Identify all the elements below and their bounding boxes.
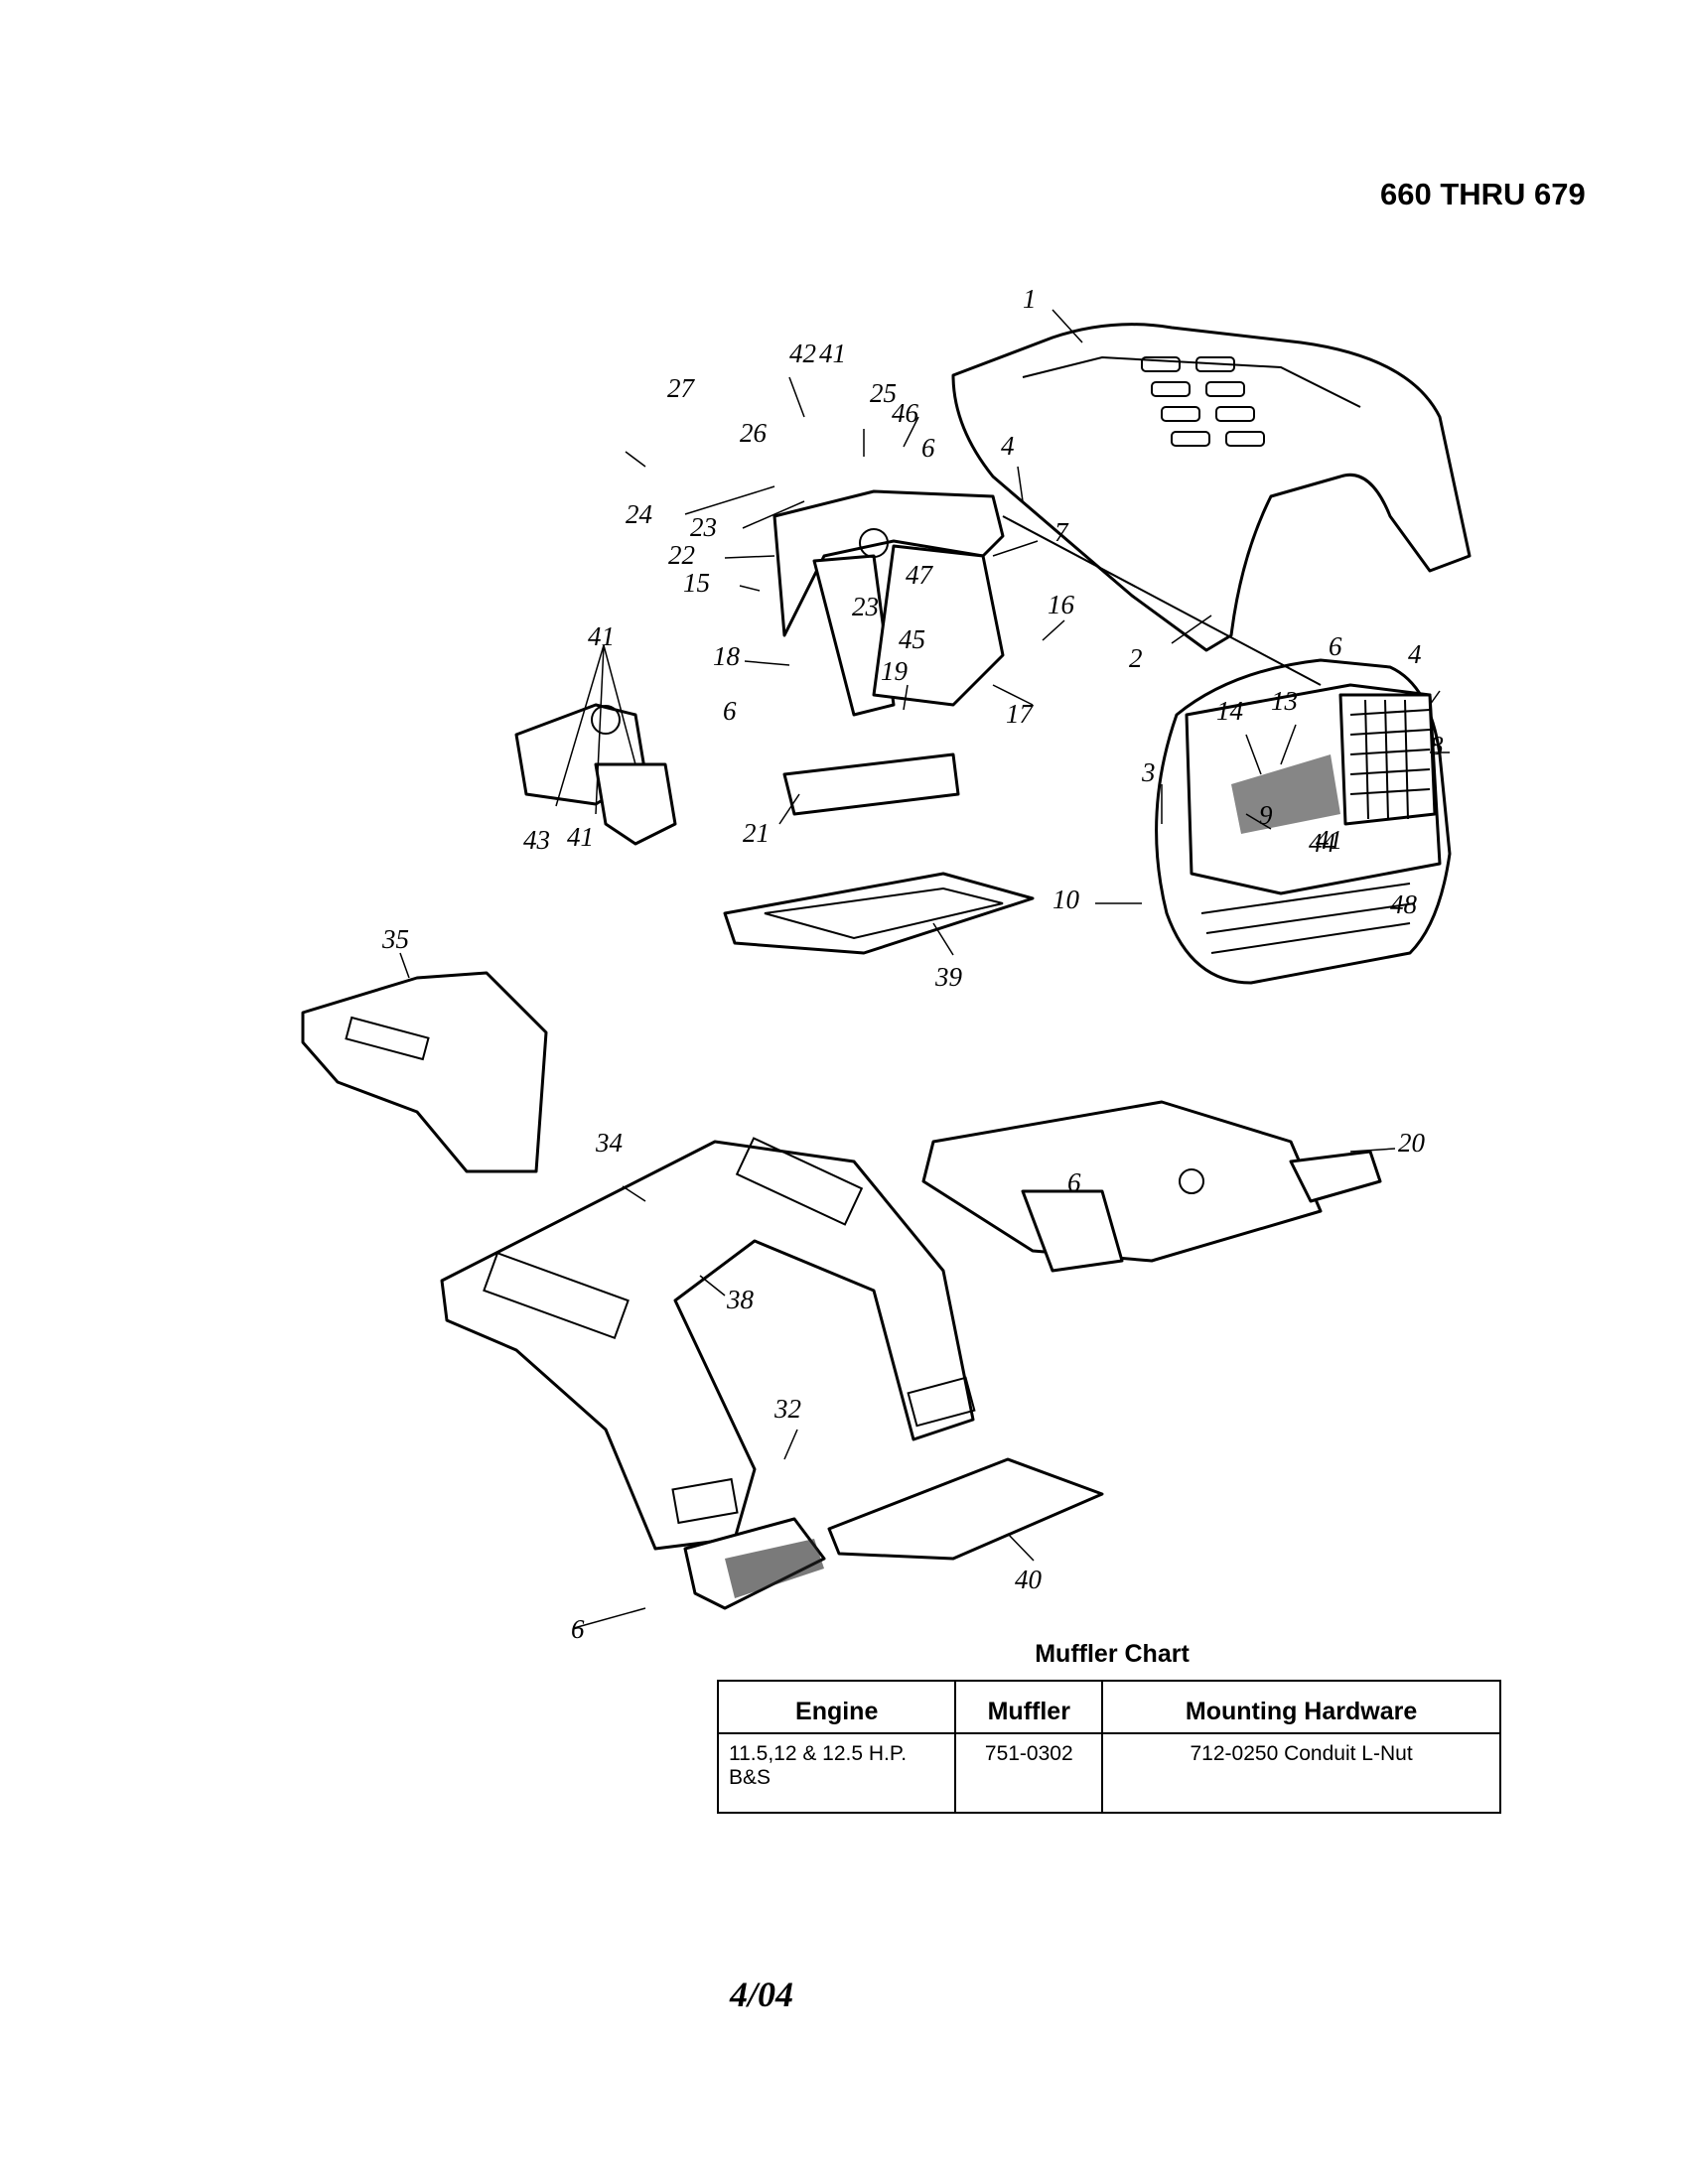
- part-label: 23: [852, 592, 879, 621]
- part-label: 35: [381, 924, 409, 954]
- part-label: 2: [1129, 643, 1143, 673]
- part-label: 26: [740, 418, 768, 448]
- table-header-row: Engine Muffler Mounting Hardware: [716, 1680, 1501, 1734]
- foot-plate-part: [683, 1457, 1104, 1610]
- part-label: 6: [921, 433, 935, 463]
- frame-part: [921, 1100, 1382, 1273]
- part-label: 48: [1390, 889, 1418, 919]
- part-label: 6: [571, 1614, 585, 1644]
- part-number-labels: 1 2 3 4 4 6 6 6 6 6 7 8 9 10 13 14 15 16…: [381, 284, 1444, 1644]
- column-header-engine: Engine: [716, 1680, 957, 1734]
- model-range-header: 660 THRU 679: [1380, 177, 1586, 211]
- fender-part: [440, 1137, 976, 1551]
- part-label: 24: [626, 499, 652, 529]
- floor-plate-part: [723, 872, 1035, 955]
- part-label: 41: [567, 822, 594, 852]
- part-label: 32: [773, 1394, 801, 1424]
- part-label: 15: [683, 568, 710, 598]
- part-label: 7: [1054, 517, 1069, 547]
- part-label: 4: [1001, 431, 1015, 461]
- part-label: 10: [1052, 885, 1080, 914]
- part-label: 41: [588, 621, 615, 651]
- part-label: 38: [726, 1285, 755, 1314]
- muffler-chart-table: Engine Muffler Mounting Hardware 11.5,12…: [716, 1680, 1501, 1814]
- part-label: 17: [1006, 699, 1035, 729]
- part-label: 45: [899, 624, 925, 654]
- part-label: 25: [870, 378, 897, 408]
- part-label: 6: [1329, 631, 1342, 661]
- part-label: 18: [713, 641, 741, 671]
- part-label: 41: [1316, 825, 1342, 855]
- part-label: 19: [881, 656, 909, 686]
- part-label: 8: [1430, 731, 1444, 760]
- part-label: 1: [1023, 284, 1037, 314]
- part-label: 16: [1048, 590, 1075, 619]
- part-label: 44: [1309, 828, 1335, 858]
- front-grille-part: [1155, 658, 1452, 985]
- part-label: 22: [668, 540, 695, 570]
- mounting-hardware-cell: 712-0250 Conduit L-Nut: [1101, 1732, 1501, 1814]
- part-label: 41: [819, 339, 846, 368]
- part-label: 43: [523, 825, 550, 855]
- part-label: 13: [1271, 686, 1298, 716]
- leader-lines: [399, 309, 1450, 1629]
- part-label: 21: [743, 818, 770, 848]
- part-label: 4: [1408, 639, 1422, 669]
- part-label: 27: [667, 373, 696, 403]
- column-header-mounting-hardware: Mounting Hardware: [1101, 1680, 1501, 1734]
- table-row: 11.5,12 & 12.5 H.P. B&S 751-0302 712-025…: [716, 1732, 1501, 1814]
- dash-panel-part: [772, 489, 1322, 816]
- part-label: 34: [595, 1128, 623, 1158]
- hood-part: [951, 323, 1472, 652]
- part-label: 39: [934, 962, 963, 992]
- part-label: 3: [1141, 757, 1156, 787]
- part-label: 6: [1067, 1167, 1081, 1197]
- part-label: 46: [892, 398, 919, 428]
- part-label: 14: [1216, 696, 1243, 726]
- part-label: 42: [789, 339, 816, 368]
- muffler-chart-title: Muffler Chart: [1035, 1640, 1190, 1668]
- part-label: 47: [906, 560, 934, 590]
- part-label: 20: [1398, 1128, 1426, 1158]
- revision-date: 4/04: [730, 1975, 794, 2014]
- column-header-muffler: Muffler: [954, 1680, 1104, 1734]
- part-label: 40: [1015, 1565, 1043, 1594]
- part-label: 6: [723, 696, 737, 726]
- muffler-cell: 751-0302: [954, 1732, 1104, 1814]
- part-label: 23: [690, 512, 717, 542]
- engine-cell: 11.5,12 & 12.5 H.P. B&S: [716, 1732, 957, 1814]
- part-label: 9: [1259, 800, 1273, 830]
- bracket-assembly-part: [514, 703, 677, 846]
- rear-fender-upper-part: [301, 971, 548, 1173]
